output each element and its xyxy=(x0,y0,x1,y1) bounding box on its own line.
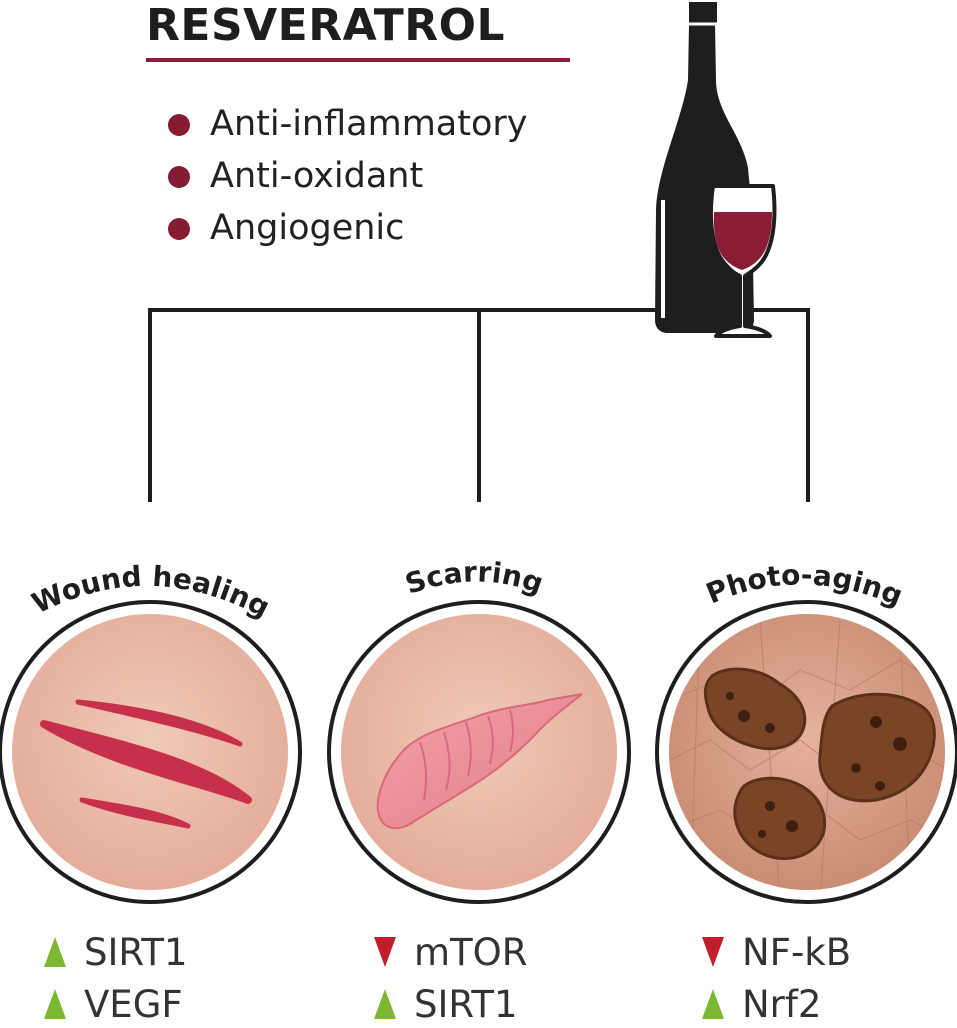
marker-label: SIRT1 xyxy=(414,983,518,1026)
property-label: Anti-oxidant xyxy=(210,156,424,196)
marker-row: NF-kB xyxy=(702,930,851,976)
property-item: Anti-oxidant xyxy=(166,152,527,204)
wound-cut xyxy=(79,797,191,829)
property-item: Anti-inflammatory xyxy=(166,100,527,152)
bullet-icon xyxy=(168,166,190,188)
age-spots xyxy=(703,667,936,861)
bullet-icon xyxy=(168,218,190,240)
property-item: Angiogenic xyxy=(166,204,527,256)
marker-row: mTOR xyxy=(374,930,527,976)
arrow-down-icon xyxy=(702,936,724,967)
wound-healing-illustration xyxy=(0,600,302,904)
marker-label: Nrf2 xyxy=(742,983,822,1026)
arrow-up-icon xyxy=(702,988,724,1019)
arrow-up-icon xyxy=(374,988,396,1019)
marker-row: Nrf2 xyxy=(702,982,821,1028)
marker-label: NF-kB xyxy=(742,931,852,974)
marker-label: VEGF xyxy=(84,983,183,1026)
marker-label: SIRT1 xyxy=(84,931,188,974)
marker-label: mTOR xyxy=(414,931,528,974)
property-list: Anti-inflammatory Anti-oxidant Angiogeni… xyxy=(166,100,527,256)
page-title: RESVERATROL xyxy=(146,0,506,51)
marker-row: SIRT1 xyxy=(374,982,518,1028)
photo-aging-illustration xyxy=(655,600,957,904)
property-label: Anti-inflammatory xyxy=(210,104,528,144)
branch-label-scarring: Scarring xyxy=(401,555,547,600)
scar-tissue xyxy=(376,693,583,830)
arrow-up-icon xyxy=(44,936,66,967)
marker-row: VEGF xyxy=(44,982,183,1028)
marker-row: SIRT1 xyxy=(44,930,188,976)
wound-cut xyxy=(75,699,243,747)
title-underline xyxy=(146,58,570,62)
bullet-icon xyxy=(168,114,190,136)
wound-cut xyxy=(40,720,252,804)
scarring-illustration xyxy=(327,600,631,904)
wine-glass-icon xyxy=(708,184,777,338)
property-label: Angiogenic xyxy=(210,208,405,248)
arrow-down-icon xyxy=(374,936,396,967)
arrow-up-icon xyxy=(44,988,66,1019)
branch-connector xyxy=(148,308,810,502)
